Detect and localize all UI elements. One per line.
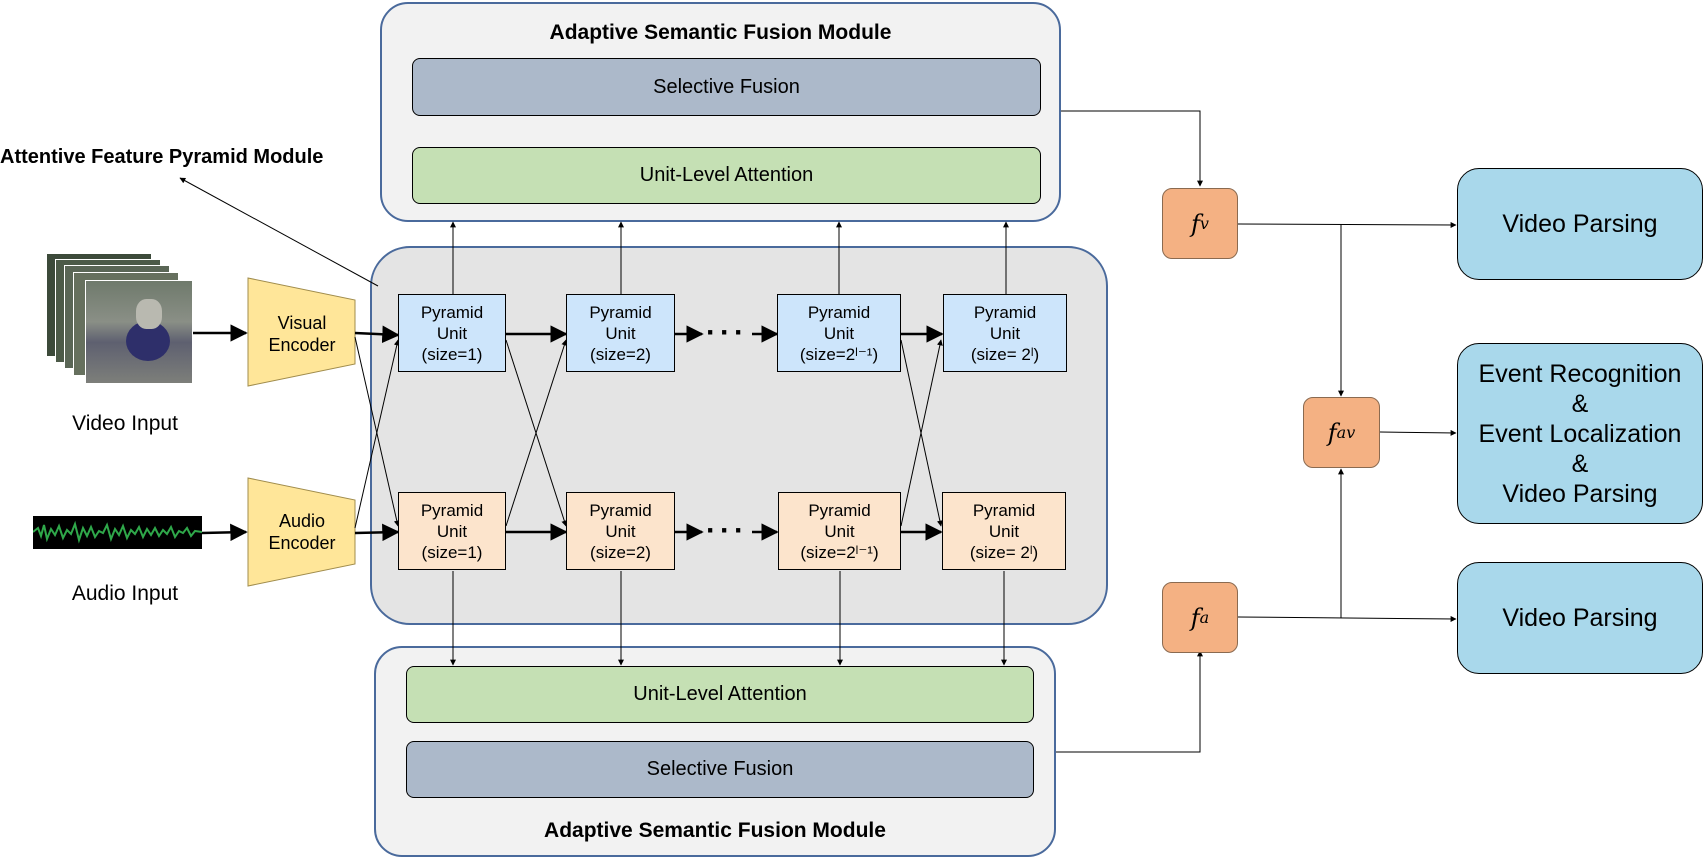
unit-size: (size=1) [421,542,483,562]
rider-shape [136,299,162,329]
top-unit-attention-bar: Unit-Level Attention [412,147,1041,204]
unit-label: Pyramid [420,500,484,520]
audio-encoder-label: Audio Encoder [252,510,352,554]
unit-label: Unit [988,521,1020,541]
output-event-recognition: Event Recognition & Event Localization &… [1457,343,1703,524]
unit-size: (size=2) [590,542,651,562]
visual-encoder-label-line1: Visual [277,313,327,333]
visual-encoder-label-line2: Encoder [268,335,336,355]
audio-encoder-to-unit1-arrow [354,523,400,542]
output-line: Video Parsing [1502,479,1658,508]
audio-pyramid-unit-3: Pyramid Unit (size=2ˡ⁻¹) [778,492,901,570]
audio-pyramid-unit-1: Pyramid Unit (size=1) [398,492,506,570]
feature-fav-base: f [1327,418,1337,447]
feature-fa-base: f [1190,603,1200,632]
a3-to-v4-cross [900,339,943,527]
unit-label: Pyramid [807,302,871,322]
unit-label: Pyramid [808,500,871,520]
audio-pyramid-unit-2: Pyramid Unit (size=2) [566,492,675,570]
unit-size: (size=2ˡ⁻¹) [800,542,879,562]
fa-to-video-parsing-arrow [1237,615,1457,622]
feature-fav-sub: av [1336,423,1356,442]
output-video-parsing-bottom: Video Parsing [1457,562,1703,674]
unit-size: (size=2ˡ⁻¹) [799,344,879,364]
pyramid-title-pointer [179,177,379,287]
fav-to-event-output-arrow [1379,429,1457,436]
visual-pyramid-unit-4: Pyramid Unit (size= 2ˡ) [943,294,1067,372]
feature-fv-sub: v [1199,214,1209,233]
top-selective-fusion-bar: Selective Fusion [412,58,1041,116]
unit-label: Pyramid [589,302,652,322]
visual-encoder-shape [247,277,356,387]
top-fusion-module-title: Adaptive Semantic Fusion Module [549,21,892,44]
visual-pyramid-unit-2: Pyramid Unit (size=2) [566,294,675,372]
audio-encoder-to-visual-unit1 [354,339,400,529]
bottom-fusion-module-title: Adaptive Semantic Fusion Module [544,819,886,842]
unit-size: (size= 2ˡ) [969,542,1039,562]
audio-encoder-shape [247,477,356,587]
output-line: Event Localization [1478,419,1682,448]
unit-label: Pyramid [420,302,484,322]
unit-size: (size=1) [421,344,483,364]
output-line: & [1571,389,1589,418]
pyramid-module-title: Attentive Feature Pyramid Module [0,146,324,168]
unit-label: Unit [824,521,855,541]
unit-label: Unit [989,323,1021,343]
visual-encoder-to-unit1-arrow [354,325,400,344]
waveform-icon [32,520,203,544]
unit-label: Pyramid [973,302,1037,322]
unit-label: Unit [436,521,468,541]
audio-row-ellipsis: ··· [706,514,748,547]
unit-label: Unit [436,323,468,343]
top-module-to-fv-arrow [1061,110,1203,187]
unit-size: (size= 2ˡ) [970,344,1040,364]
unit-size: (size=2) [590,344,651,364]
unit-label: Unit [605,521,636,541]
unit-label: Pyramid [972,500,1036,520]
unit-label: Pyramid [589,500,652,520]
visual-encoder-to-audio-unit1 [354,336,400,527]
video-frame-front [85,280,193,384]
visual-encoder-label: Visual Encoder [252,312,352,356]
bottom-unit-attention-bar: Unit-Level Attention [406,666,1034,723]
output-line: & [1571,449,1589,478]
a1-to-v2-cross [505,339,568,527]
output-video-parsing-top: Video Parsing [1457,168,1703,280]
fv-to-video-parsing-arrow [1237,221,1457,228]
output-line: Event Recognition [1478,359,1682,388]
unit-label: Unit [605,323,636,343]
bottom-selective-fusion-bar: Selective Fusion [406,741,1034,798]
audio-encoder-label-line1: Audio [278,511,326,531]
audio-pyramid-unit-4: Pyramid Unit (size= 2ˡ) [942,492,1066,570]
audio-input-label: Audio Input [71,582,179,605]
bottom-module-to-fa-arrow [1056,650,1203,753]
visual-pyramid-unit-1: Pyramid Unit (size=1) [398,294,506,372]
visual-pyramid-unit-3: Pyramid Unit (size=2ˡ⁻¹) [777,294,901,372]
video-input-label: Video Input [72,412,178,435]
feature-fv-base: f [1191,209,1200,238]
visual-row-ellipsis: ··· [706,316,748,349]
audio-encoder-label-line2: Encoder [268,533,336,553]
feature-fa-sub: a [1199,608,1210,627]
audio-to-encoder-arrow [201,523,248,542]
audio-waveform [32,516,203,549]
unit-label: Unit [823,323,855,343]
